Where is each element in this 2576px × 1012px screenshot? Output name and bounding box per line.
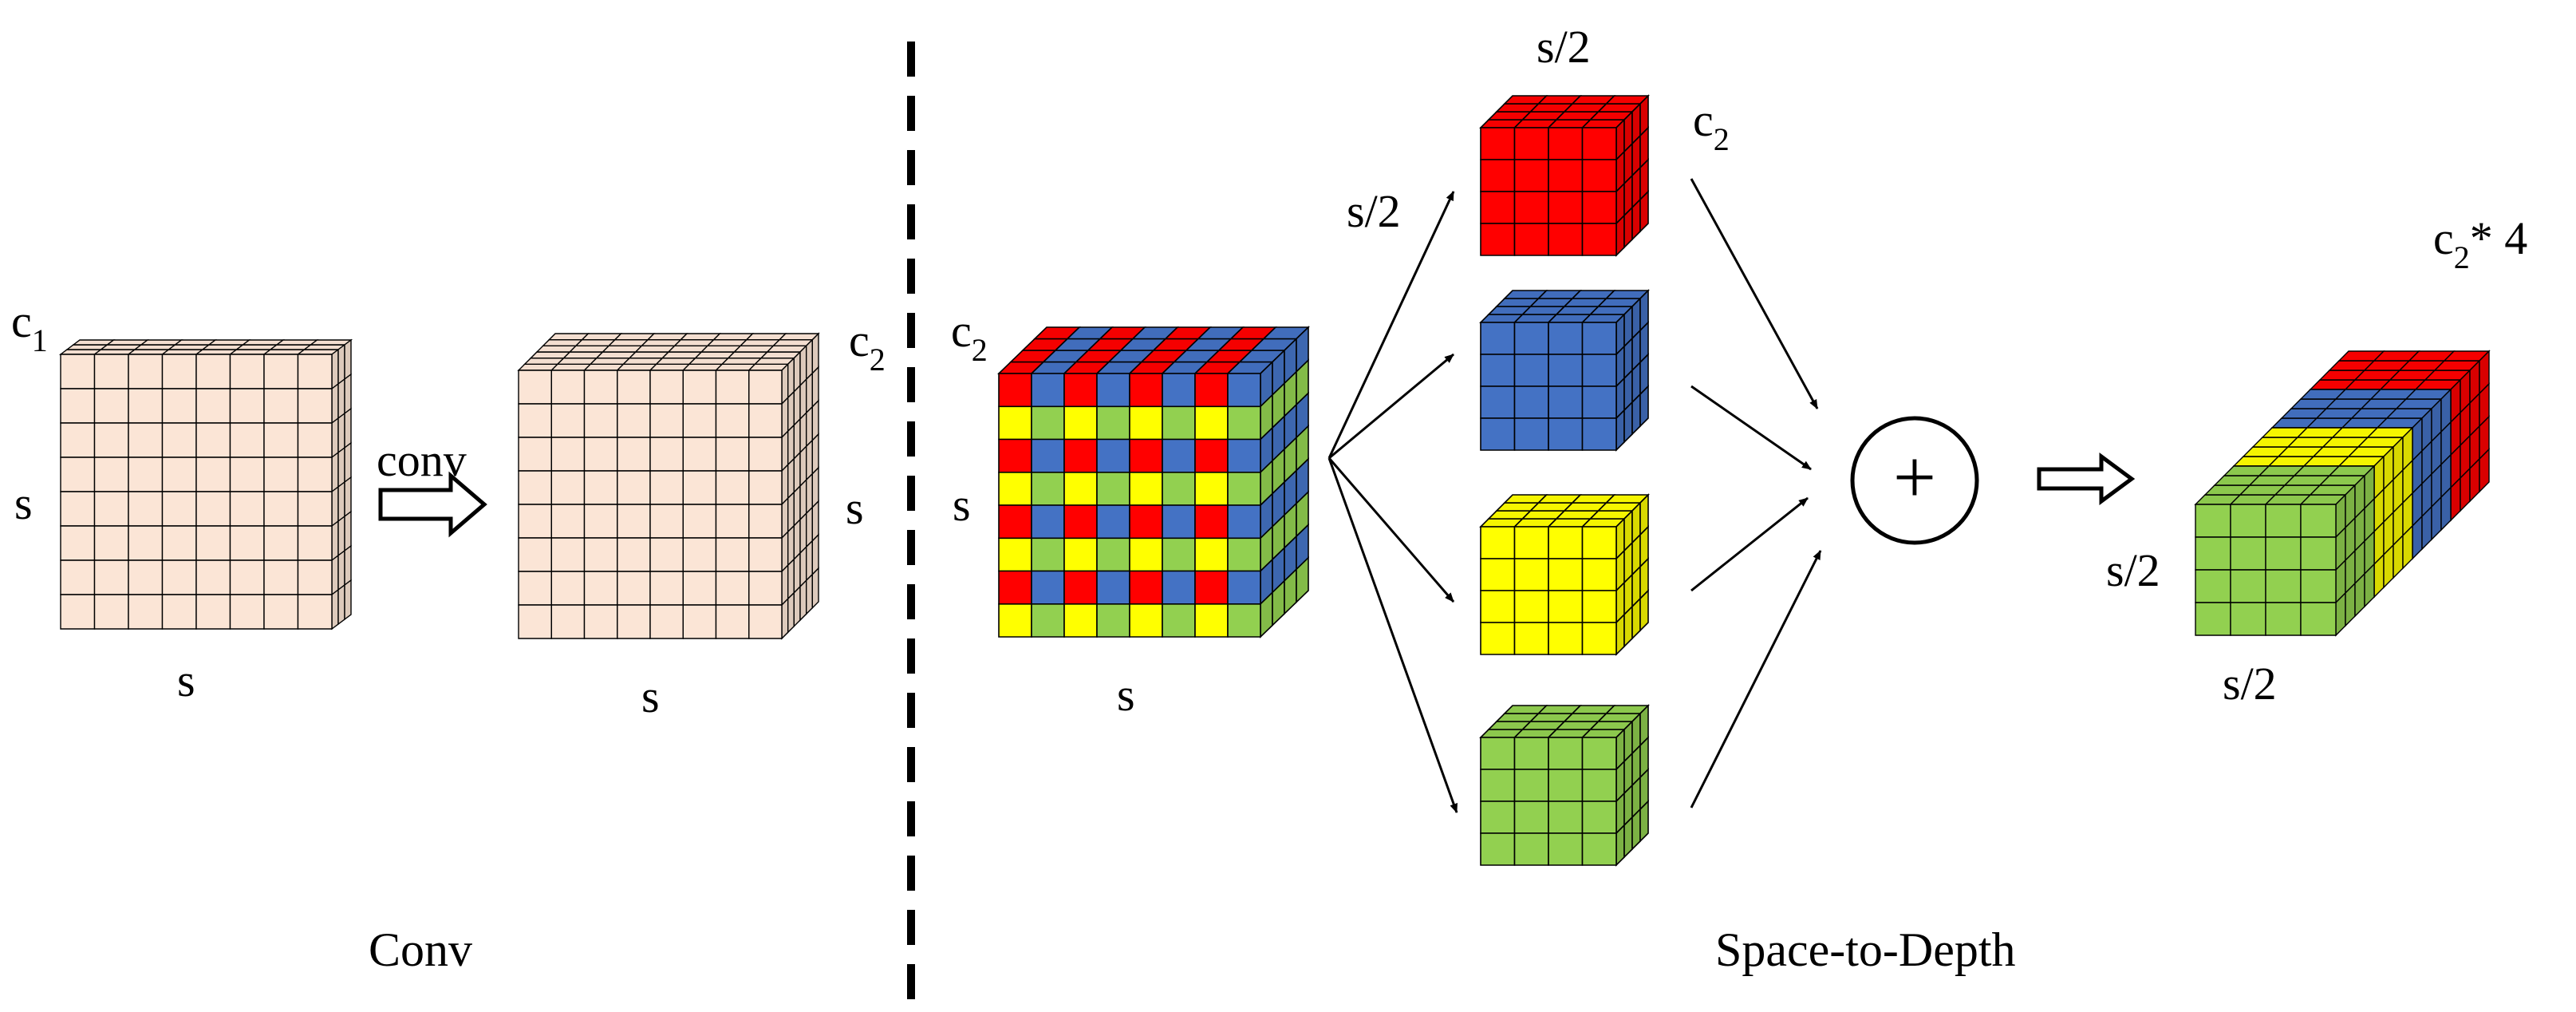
std-input-width-label: s [1117, 669, 1135, 721]
conv-section-title: Conv [369, 923, 472, 976]
std-input-checker-cube [997, 326, 1310, 638]
output-layer-green [2194, 464, 2376, 637]
conv-output-width-label: s [641, 670, 660, 722]
merge-arrow-blue [1690, 385, 1812, 471]
split-cube-green [1479, 704, 1650, 867]
std-input-height-label: s [953, 479, 971, 531]
output-height-label: s/2 [2106, 544, 2160, 596]
split-cube-blue [1479, 289, 1650, 452]
conv-hollow-arrow-icon [378, 471, 487, 538]
conv-input-cube [58, 338, 353, 631]
output-channel-label: c2* 4 [2433, 212, 2527, 275]
conv-input-width-label: s [177, 654, 195, 706]
std-section-title: Space-to-Depth [1715, 923, 2016, 976]
concat-symbol: + [1893, 434, 1936, 520]
split-cube-yellow [1479, 493, 1650, 656]
merge-arrow-green [1690, 550, 1822, 808]
split-arrow-blue [1328, 353, 1454, 460]
std-output-stacked-cube [2194, 350, 2491, 637]
conv-input-channel-label: c1 [11, 295, 48, 358]
output-hollow-arrow-icon [2037, 453, 2136, 505]
conv-input-height-label: s [14, 477, 33, 529]
split-channel-label: c2 [1693, 94, 1730, 157]
output-width-label: s/2 [2223, 658, 2277, 710]
split-arrow-green [1327, 457, 1458, 813]
merge-arrow-yellow [1690, 496, 1809, 592]
conv-arrow-label: conv [377, 434, 467, 486]
conv-output-height-label: s [846, 482, 864, 534]
split-arrow-red [1327, 191, 1455, 459]
split-cube-red [1479, 94, 1650, 257]
split-side-label: s/2 [1347, 185, 1401, 237]
conv-output-channel-label: c2 [849, 314, 886, 378]
conv-output-cube [517, 332, 820, 640]
split-top-label: s/2 [1537, 21, 1591, 73]
std-input-channel-label: c2 [951, 305, 988, 368]
merge-arrow-red [1690, 178, 1819, 409]
concat-circle-icon [1850, 416, 1979, 545]
split-arrow-yellow [1327, 457, 1455, 603]
